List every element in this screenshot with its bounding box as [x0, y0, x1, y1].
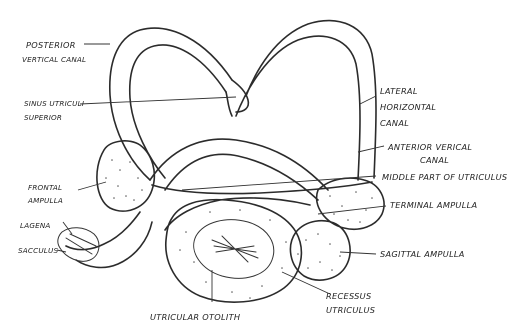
- sacculus-lagena: [58, 212, 152, 267]
- label-sinus-utriculi-superior-2: SUPERIOR: [24, 113, 62, 122]
- label-middle-part-of-utriculus: MIDDLE PART OF UTRICULUS: [382, 172, 507, 182]
- label-sagittal-ampulla: SAGITTAL AMPULLA: [380, 249, 465, 259]
- label-terminal-ampulla: TERMINAL AMPULLA: [390, 200, 477, 210]
- labels: POSTERIOR VERTICAL CANAL SINUS UTRICULI …: [18, 40, 507, 322]
- anterior-vertical-canal: [236, 21, 376, 180]
- label-lateral-horizontal-canal-3: CANAL: [380, 118, 409, 128]
- recessus-utriculus: [166, 200, 302, 302]
- label-lateral-horizontal-canal-1: LATERAL: [380, 86, 418, 96]
- label-posterior-vertical-canal-2: VERTICAL CANAL: [22, 55, 86, 64]
- label-frontal-ampulla-2: AMPULLA: [27, 196, 63, 205]
- label-recessus-utriculus-2: UTRICULUS: [326, 305, 375, 315]
- label-lateral-horizontal-canal-2: HORIZONTAL: [380, 102, 436, 112]
- utricular-otolith: [194, 220, 274, 279]
- label-recessus-utriculus-1: RECESSUS: [326, 291, 371, 301]
- sagittal-ampulla: [290, 221, 350, 280]
- label-lagena: LAGENA: [20, 221, 51, 230]
- leader-lines: [57, 44, 386, 302]
- label-sacculus: SACCULUS: [18, 246, 58, 255]
- sinus-utriculi-superior: [226, 80, 248, 116]
- label-frontal-ampulla-1: FRONTAL: [28, 183, 62, 192]
- label-sinus-utriculi-superior-1: SINUS UTRICULI: [24, 99, 84, 108]
- label-anterior-vertical-canal-2: CANAL: [420, 155, 449, 165]
- label-utricular-otolith: UTRICULAR OTOLITH: [150, 312, 240, 322]
- label-anterior-vertical-canal-1: ANTERIOR VERICAL: [387, 142, 472, 152]
- label-posterior-vertical-canal-1: POSTERIOR: [26, 40, 76, 50]
